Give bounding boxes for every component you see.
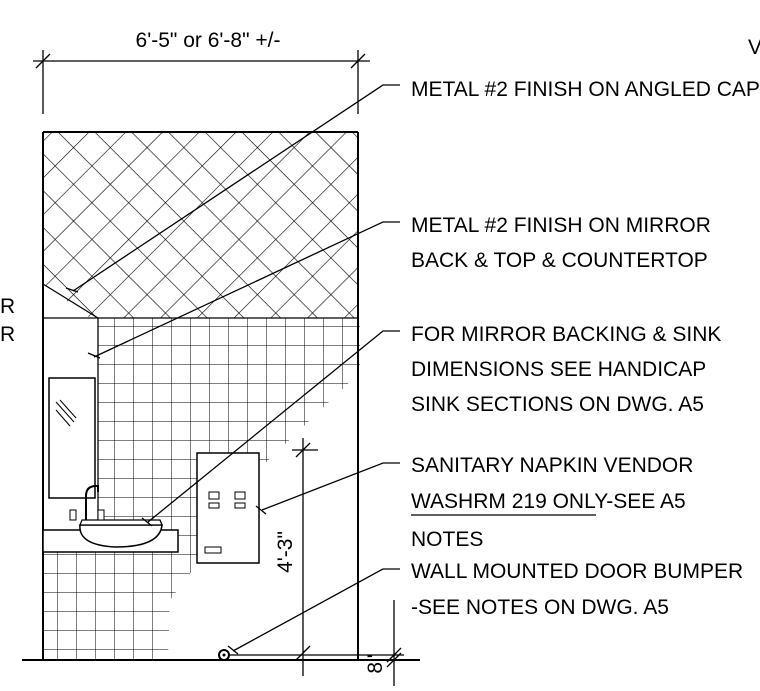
- mirror: [48, 377, 96, 499]
- leader-lines: [65, 84, 596, 655]
- note-angled-cap-line-1: METAL #2 FINISH ON ANGLED CAP: [411, 78, 760, 101]
- note-napkin-vendor-line-1: SANITARY NAPKIN VENDOR: [411, 454, 693, 477]
- note-mirror-backing-line-1: FOR MIRROR BACKING & SINK: [411, 323, 721, 346]
- bumper-height-dimension: [230, 600, 404, 686]
- callout-notes: METAL #2 FINISH ON ANGLED CAP METAL #2 F…: [411, 78, 760, 619]
- width-dimension: [33, 50, 370, 114]
- note-door-bumper-line-1: WALL MOUNTED DOOR BUMPER: [411, 560, 743, 583]
- note-door-bumper-line-2: -SEE NOTES ON DWG. A5: [411, 596, 669, 619]
- countertop-sink: [42, 485, 179, 553]
- note-mirror-backing-line-3: SINK SECTIONS ON DWG. A5: [411, 393, 704, 416]
- note-napkin-vendor-line-3: NOTES: [411, 528, 483, 551]
- edge-fragment-left-bottom: R: [0, 323, 15, 346]
- note-mirror-back-line-1: METAL #2 FINISH ON MIRROR: [411, 214, 711, 237]
- door-bumper: [218, 649, 230, 661]
- napkin-vendor: [196, 452, 260, 564]
- height-dimension: [292, 438, 318, 676]
- height-label: 4'-3": [274, 531, 297, 573]
- edge-fragment-left-top: R: [0, 295, 15, 318]
- bumper-height-label: 8": [364, 654, 387, 673]
- note-mirror-back-line-2: BACK & TOP & COUNTERTOP: [411, 249, 708, 272]
- note-napkin-vendor-line-2: WASHRM 219 ONLY-SEE A5: [411, 490, 686, 513]
- note-mirror-backing-line-2: DIMENSIONS SEE HANDICAP: [411, 358, 706, 381]
- edge-fragment-right-top: V: [748, 36, 760, 59]
- angled-cap-hatch: [43, 132, 358, 318]
- width-label: 6'-5" or 6'-8" +/-: [136, 29, 281, 52]
